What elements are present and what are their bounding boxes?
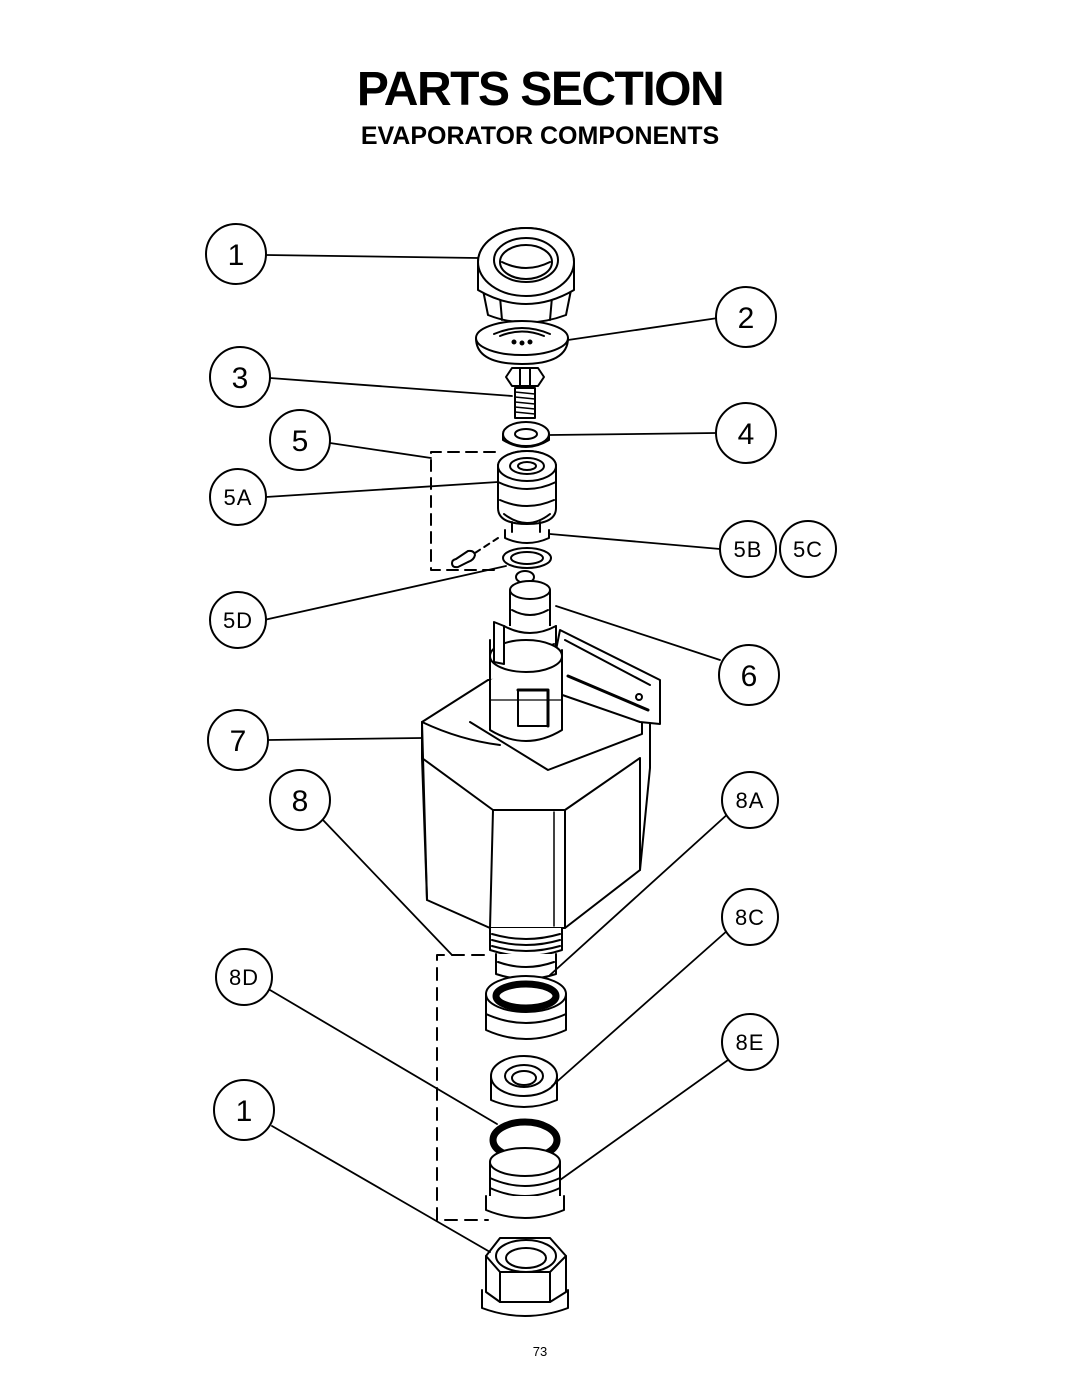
leader-5	[329, 442, 432, 459]
callout-7: 7	[207, 709, 269, 771]
part-5D-o-ring	[502, 547, 552, 584]
leader-5D	[263, 565, 507, 621]
svg-text:1: 1	[236, 1095, 253, 1128]
callout-8C: 8C	[721, 888, 779, 946]
part-5B-pin	[451, 537, 499, 569]
callout-8E: 8E	[721, 1013, 779, 1071]
leader-5A	[265, 481, 499, 498]
part-4-washer	[502, 421, 550, 448]
callout-1-top: 1	[205, 223, 267, 285]
part-8A-bearing-sleeve	[485, 975, 567, 1040]
assembly-5-bracket	[430, 451, 501, 571]
svg-text:1: 1	[228, 239, 245, 272]
leader-1-top	[265, 254, 479, 259]
callout-5A: 5A	[209, 468, 267, 526]
leader-lines	[263, 254, 731, 1253]
leader-8C	[551, 929, 729, 1087]
leader-2	[567, 317, 719, 341]
callout-5C: 5C	[779, 520, 837, 578]
svg-text:5A: 5A	[224, 485, 253, 510]
callout-2: 2	[715, 286, 777, 348]
part-1-top-cap	[477, 227, 575, 324]
callout-6: 6	[718, 644, 780, 706]
callouts: 1 2 3 5 4 5A 5B 5C	[205, 223, 837, 1141]
callout-5: 5	[269, 409, 331, 471]
svg-text:8E: 8E	[736, 1030, 765, 1055]
callout-8D: 8D	[215, 948, 273, 1006]
callout-3: 3	[209, 346, 271, 408]
callout-5B: 5B	[719, 520, 777, 578]
callout-4: 4	[715, 402, 777, 464]
svg-text:3: 3	[232, 362, 249, 395]
svg-text:6: 6	[741, 660, 758, 693]
page-number: 73	[532, 1344, 548, 1359]
leader-8A	[549, 811, 731, 976]
part-3-threaded-stud	[505, 367, 545, 419]
part-7-evaporator-body	[421, 621, 661, 929]
svg-text:8D: 8D	[229, 965, 259, 990]
part-5A-bearing-body	[497, 450, 557, 544]
leader-7	[267, 737, 423, 741]
svg-text:5C: 5C	[793, 537, 823, 562]
svg-text:8C: 8C	[735, 905, 765, 930]
part-8E-threaded-insert	[485, 1147, 565, 1219]
part-2-diaphragm	[475, 320, 569, 365]
part-8-lower-neck	[489, 927, 563, 980]
callout-1-bottom: 1	[213, 1079, 275, 1141]
svg-text:4: 4	[738, 418, 755, 451]
leader-3	[269, 377, 513, 397]
leader-8	[322, 819, 453, 956]
page-title: PARTS SECTION	[356, 63, 725, 116]
svg-text:8A: 8A	[736, 788, 765, 813]
part-1-bottom-nut	[481, 1237, 569, 1317]
leader-8E	[559, 1059, 729, 1181]
svg-text:5D: 5D	[223, 608, 253, 633]
assembly-8-bracket	[436, 954, 489, 1221]
part-8C-bushing	[490, 1055, 558, 1108]
leader-1-bottom	[271, 1125, 491, 1253]
svg-text:2: 2	[738, 302, 755, 335]
leader-8D	[269, 989, 498, 1125]
svg-text:7: 7	[230, 725, 247, 758]
leader-4	[549, 432, 717, 436]
svg-text:8: 8	[292, 785, 309, 818]
callout-8: 8	[269, 769, 331, 831]
section-subtitle: EVAPORATOR COMPONENTS	[360, 122, 720, 150]
callout-5D: 5D	[209, 591, 267, 649]
svg-text:5: 5	[292, 425, 309, 458]
svg-text:5B: 5B	[734, 537, 763, 562]
leader-5B	[549, 533, 721, 550]
callout-8A: 8A	[721, 771, 779, 829]
leader-6	[555, 605, 721, 661]
